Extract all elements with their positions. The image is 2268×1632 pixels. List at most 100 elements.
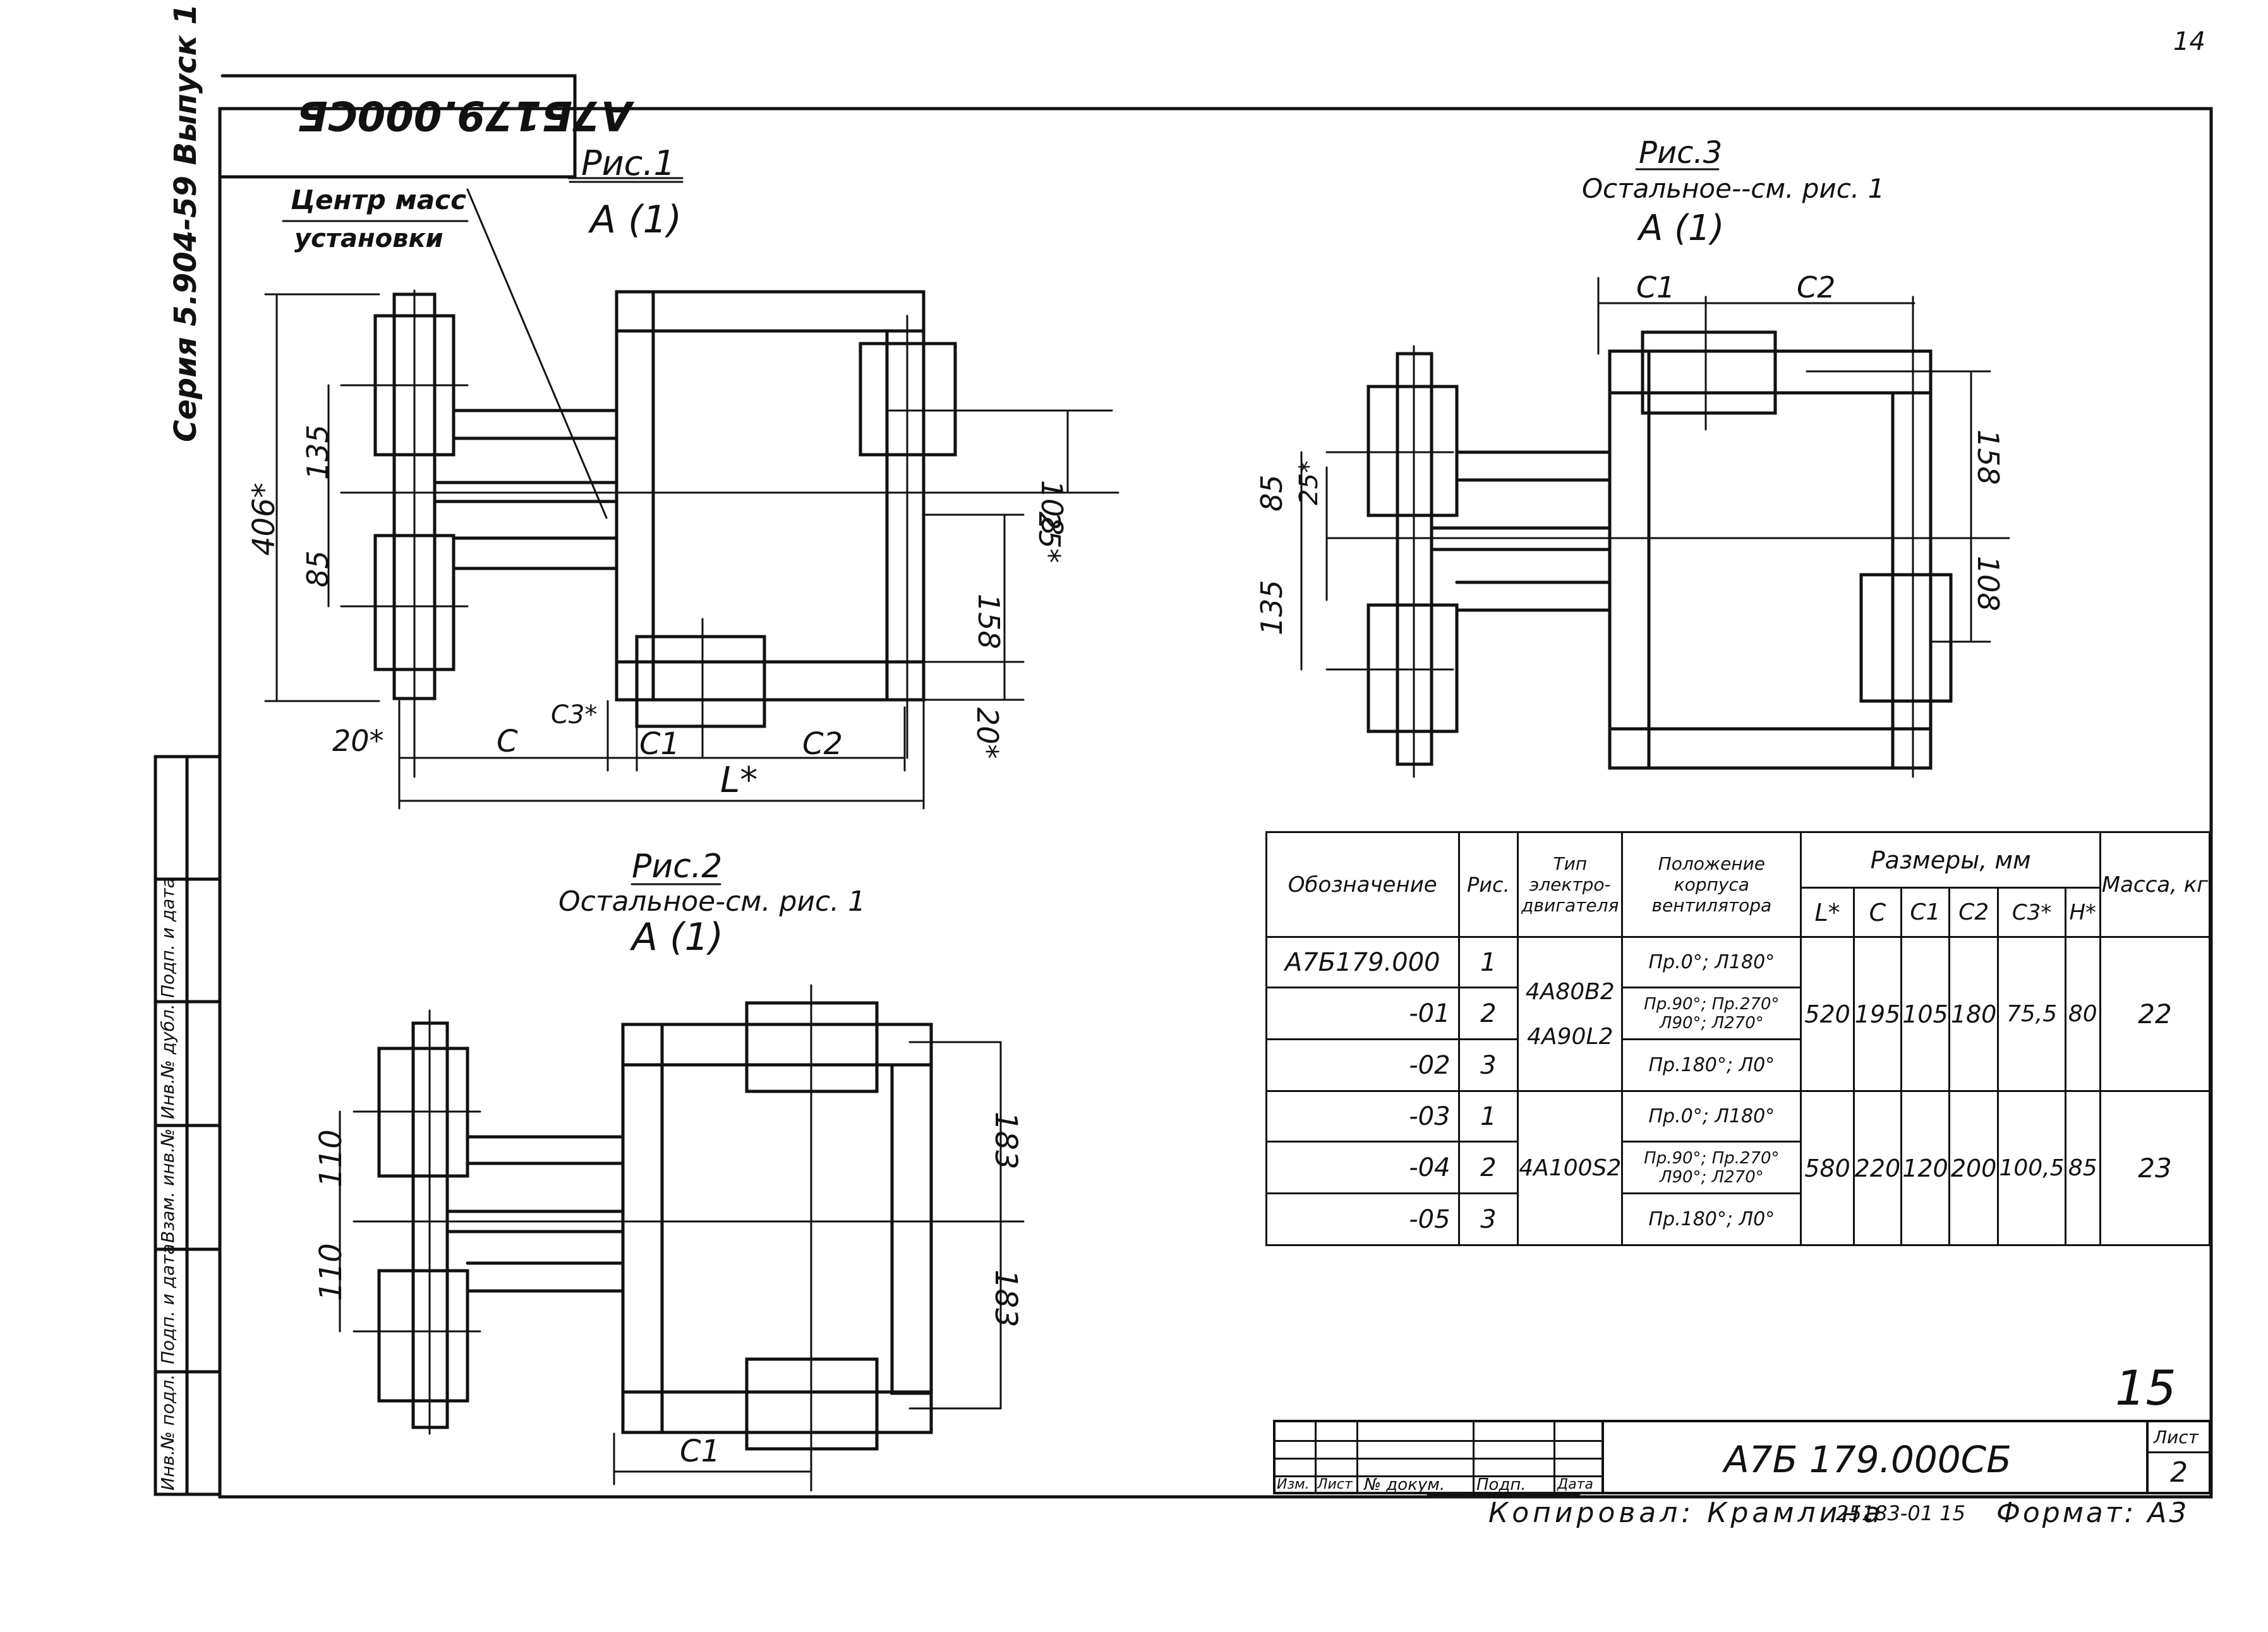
table-cell: 3 bbox=[1457, 1192, 1519, 1246]
table-cell: 180 bbox=[1948, 936, 2000, 1092]
table-cell-text: 4А80В2 bbox=[1525, 978, 1615, 1005]
table-cell: 80 bbox=[2064, 936, 2101, 1092]
fig1-dim-85: 85 bbox=[301, 550, 335, 587]
table-cell: 105 bbox=[1900, 936, 1950, 1092]
fig2-dim-183-top: 183 bbox=[988, 1112, 1023, 1170]
table-cell: 220 bbox=[1852, 1090, 1903, 1246]
table-cell: 75,5 bbox=[1997, 936, 2066, 1092]
table-cell: Пр.90°; Пр.270° Л90°; Л270° bbox=[1621, 1141, 1802, 1194]
fig1-dim-406: 406* bbox=[246, 483, 282, 556]
hdr-C3: C3* bbox=[1997, 887, 2066, 938]
fig1-dim-c: C bbox=[497, 724, 518, 759]
table-cell: 85 bbox=[2064, 1090, 2101, 1246]
table-cell: -01 bbox=[1265, 987, 1460, 1040]
side-stamp-2: Подп. и дата bbox=[157, 1244, 178, 1364]
table-cell: Пр.180°; Л0° bbox=[1621, 1192, 1802, 1246]
table-cell: 2 bbox=[1457, 987, 1519, 1040]
hdr-mass: Масса, кг bbox=[2099, 831, 2211, 938]
table-cell: 22 bbox=[2099, 936, 2211, 1092]
table-cell: 195 bbox=[1852, 936, 1903, 1092]
hdr-C1: C1 bbox=[1900, 887, 1950, 938]
table-cell: Пр.0°; Л180° bbox=[1621, 1090, 1802, 1143]
tb-col-doc: № докум. bbox=[1364, 1475, 1445, 1494]
table-cell: Пр.90°; Пр.270° Л90°; Л270° bbox=[1621, 987, 1802, 1040]
fig2-dim-110-bottom: 110 bbox=[313, 1243, 349, 1301]
hdr-C2: C2 bbox=[1948, 887, 2000, 938]
fig2-title: Рис.2 bbox=[632, 848, 723, 885]
fig1-dim-c3: C3* bbox=[551, 700, 598, 729]
tb-sheet-label: Лист bbox=[2154, 1427, 2199, 1448]
fig3-dim-108: 108 bbox=[1971, 556, 2005, 611]
fig1-dim-25: 25* bbox=[1032, 512, 1066, 563]
fig1-note-line2: установки bbox=[294, 224, 443, 253]
table-cell: -04 bbox=[1265, 1141, 1460, 1194]
table-cell: 23 bbox=[2099, 1090, 2211, 1246]
footer-order: 25183-01 15 bbox=[1836, 1501, 1965, 1525]
side-stamp-1: Инв.№ подл. bbox=[157, 1374, 178, 1491]
tb-sheet-no: 2 bbox=[2170, 1456, 2188, 1489]
fig2-subtitle: Остальное-см. рис. 1 bbox=[558, 885, 866, 918]
table-cell-motor-group1: 4А80В2 4А90L2 bbox=[1517, 936, 1624, 1092]
fig2-dim-110-top: 110 bbox=[313, 1129, 349, 1187]
fig3-dim-c1: C1 bbox=[1636, 270, 1675, 304]
spec-table: Обозначение Рис. Тип электро- двигателя … bbox=[1265, 831, 2211, 1246]
table-cell: 120 bbox=[1900, 1090, 1950, 1246]
hdr-C: C bbox=[1852, 887, 1903, 938]
fig3-dim-135: 135 bbox=[1255, 580, 1289, 635]
table-cell: 580 bbox=[1800, 1090, 1855, 1246]
table-cell: 200 bbox=[1948, 1090, 2000, 1246]
fig1-view: А (1) bbox=[590, 198, 682, 242]
table-cell: 1 bbox=[1457, 936, 1519, 988]
fig2-dim-183-bottom: 183 bbox=[988, 1269, 1023, 1328]
hdr-H: H* bbox=[2064, 887, 2101, 938]
title-block: Изм. Лист № докум. Подп. Дата А7Б 179.00… bbox=[1273, 1420, 2212, 1494]
series-label: Серия 5.904-59 Выпуск 1 bbox=[168, 3, 203, 442]
footer-format: Формат: А3 bbox=[1996, 1497, 2190, 1529]
fig1-title: Рис.1 bbox=[581, 143, 675, 183]
fig3-title: Рис.3 bbox=[1639, 135, 1723, 171]
hdr-designation: Обозначение bbox=[1265, 831, 1460, 938]
fig1-dim-l: L* bbox=[720, 760, 758, 801]
hdr-fig: Рис. bbox=[1457, 831, 1519, 938]
fig2-drawing bbox=[339, 984, 1025, 1492]
table-cell: -03 bbox=[1265, 1090, 1460, 1143]
corner-sheet-no: 14 bbox=[2173, 27, 2205, 56]
table-cell: А7Б179.000 bbox=[1265, 936, 1460, 988]
table-cell-text: 4А90L2 bbox=[1527, 1023, 1614, 1050]
tb-col-sign: Подп. bbox=[1476, 1475, 1526, 1494]
side-stamp-grid bbox=[154, 755, 222, 1496]
fig3-dim-c2: C2 bbox=[1797, 270, 1836, 304]
table-cell: 520 bbox=[1800, 936, 1855, 1092]
fig3-dim-158: 158 bbox=[1971, 429, 2005, 485]
tb-col-sheet: Лист bbox=[1317, 1477, 1353, 1492]
fig1-dim-20-right: 20* bbox=[970, 707, 1004, 759]
table-cell: -05 bbox=[1265, 1192, 1460, 1246]
fig3-view: А (1) bbox=[1639, 208, 1725, 249]
tb-col-change: Изм. bbox=[1277, 1477, 1310, 1492]
table-cell: 3 bbox=[1457, 1038, 1519, 1092]
table-cell: 2 bbox=[1457, 1141, 1519, 1194]
fig1-dim-20-left: 20* bbox=[332, 724, 384, 758]
fig1-dim-c1: C1 bbox=[639, 726, 680, 762]
fig3-drawing bbox=[1300, 277, 2010, 778]
table-cell: 4А100S2 bbox=[1517, 1090, 1624, 1246]
tb-code: А7Б 179.000СБ bbox=[1724, 1438, 2012, 1481]
fig2-view: А (1) bbox=[632, 915, 724, 959]
side-stamp-3: Взам. инв.№ bbox=[157, 1128, 178, 1243]
hdr-sizes: Размеры, мм bbox=[1800, 831, 2101, 889]
table-cell: 1 bbox=[1457, 1090, 1519, 1143]
fig2-dim-c1: C1 bbox=[680, 1434, 721, 1469]
table-cell: Пр.0°; Л180° bbox=[1621, 936, 1802, 988]
fig3-subtitle: Остальное--см. рис. 1 bbox=[1582, 173, 1885, 204]
handwritten-number: 15 bbox=[2115, 1360, 2176, 1416]
fig1-drawing bbox=[264, 177, 1119, 810]
footer-copied: Копировал: Крамлина bbox=[1488, 1497, 1884, 1529]
fig1-dim-c2: C2 bbox=[802, 726, 843, 762]
table-cell: Пр.180°; Л0° bbox=[1621, 1038, 1802, 1092]
side-stamp-5: Подп. и дата bbox=[157, 877, 178, 998]
side-stamp-4: Инв.№ дубл. bbox=[157, 1004, 178, 1119]
table-cell: 100,5 bbox=[1997, 1090, 2066, 1246]
fig3-dim-85: 85 bbox=[1255, 474, 1289, 512]
tb-col-date: Дата bbox=[1557, 1477, 1593, 1492]
